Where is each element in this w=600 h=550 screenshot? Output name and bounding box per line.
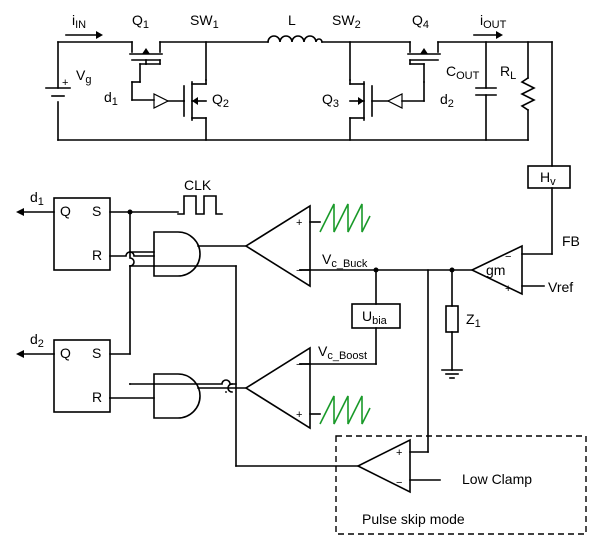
hv-label: Hv bbox=[540, 169, 556, 188]
q2-label: Q2 bbox=[212, 91, 229, 110]
boost-comp-plus: + bbox=[296, 409, 302, 421]
svg-text:+: + bbox=[62, 77, 68, 89]
pulse-skip-region bbox=[335, 435, 587, 535]
source-label: Vg bbox=[76, 67, 91, 86]
q1-label: Q1 bbox=[132, 12, 149, 31]
ubia-label: Ubia bbox=[362, 308, 388, 327]
boost-ramp-icon bbox=[319, 395, 371, 425]
vref-label: Vref bbox=[548, 279, 573, 295]
latch2-s-label: S bbox=[92, 345, 101, 361]
z1-impedance-icon bbox=[441, 267, 463, 379]
and-gate-bottom-icon bbox=[109, 373, 201, 419]
q1-mosfet-icon bbox=[129, 41, 163, 101]
d1-buffer-icon bbox=[131, 93, 185, 109]
pulse-skip-comparator-icon bbox=[356, 438, 411, 494]
voltage-source-icon: + bbox=[45, 77, 71, 97]
latch1-output-arrow bbox=[16, 208, 55, 216]
latch1-output-label: d1 bbox=[30, 189, 44, 208]
latch1-block bbox=[53, 197, 111, 271]
latch2-q-label: Q bbox=[60, 345, 71, 361]
output-capacitor-icon bbox=[475, 41, 497, 141]
d1-gate-label: d1 bbox=[104, 89, 118, 108]
buck-comp-plus: + bbox=[296, 217, 302, 229]
d2-gate-label: d2 bbox=[440, 91, 454, 110]
cout-label: COUT bbox=[446, 63, 480, 82]
inductor-label: L bbox=[288, 12, 296, 28]
clk-waveform-icon bbox=[177, 195, 223, 215]
d2-buffer-icon bbox=[371, 81, 425, 109]
q4-mosfet-icon bbox=[407, 41, 441, 83]
q3-label: Q3 bbox=[322, 91, 339, 110]
vc-buck-label: Vc_Buck bbox=[322, 251, 368, 270]
sw2-label: SW2 bbox=[332, 12, 361, 31]
latch2-output-arrow bbox=[16, 350, 55, 358]
buck-ramp-icon bbox=[319, 203, 371, 233]
gm-amplifier-icon bbox=[299, 244, 553, 296]
input-current-arrow bbox=[65, 31, 103, 39]
rl-label: RL bbox=[500, 63, 516, 82]
inductor-icon bbox=[267, 35, 323, 43]
fb-label: FB bbox=[562, 233, 580, 249]
boost-comparator-icon bbox=[197, 346, 321, 430]
latch2-block bbox=[53, 339, 111, 413]
q3-mosfet-icon bbox=[349, 79, 373, 141]
output-current-arrow bbox=[473, 31, 503, 39]
z1-label: Z1 bbox=[466, 311, 481, 330]
buck-comparator-icon bbox=[197, 204, 321, 288]
vc-boost-label: Vc_Boost bbox=[318, 343, 367, 362]
pulse-skip-plus: + bbox=[396, 447, 402, 459]
hv-block bbox=[527, 165, 571, 189]
clk-distribution-wires bbox=[109, 209, 179, 385]
boost-comp-minus: − bbox=[296, 359, 302, 371]
ubia-wires bbox=[299, 267, 379, 365]
gm-minus: − bbox=[505, 251, 511, 263]
pulse-skip-wires bbox=[153, 265, 441, 481]
buck-comp-minus: − bbox=[296, 265, 302, 277]
load-resistor-icon bbox=[520, 41, 536, 141]
gm-label: gm bbox=[486, 262, 505, 278]
sw1-label: SW1 bbox=[190, 12, 219, 31]
latch1-q-label: Q bbox=[60, 203, 71, 219]
latch2-output-label: d2 bbox=[30, 331, 44, 350]
q4-label: Q4 bbox=[412, 12, 429, 31]
clk-label: CLK bbox=[184, 177, 212, 193]
gm-plus: + bbox=[505, 283, 511, 295]
pulse-skip-label: Pulse skip mode bbox=[362, 511, 465, 527]
latch2-r-label: R bbox=[92, 389, 102, 405]
pulse-skip-minus: − bbox=[396, 477, 402, 489]
and-gate-top-icon bbox=[129, 231, 201, 277]
latch1-r-label: R bbox=[92, 247, 102, 263]
ubia-block bbox=[351, 303, 401, 329]
output-current-label: iOUT bbox=[480, 12, 507, 31]
q2-mosfet-icon bbox=[183, 79, 207, 141]
latch1-s-label: S bbox=[92, 203, 101, 219]
input-current-label: iIN bbox=[72, 12, 86, 31]
low-clamp-label: Low Clamp bbox=[462, 471, 532, 487]
